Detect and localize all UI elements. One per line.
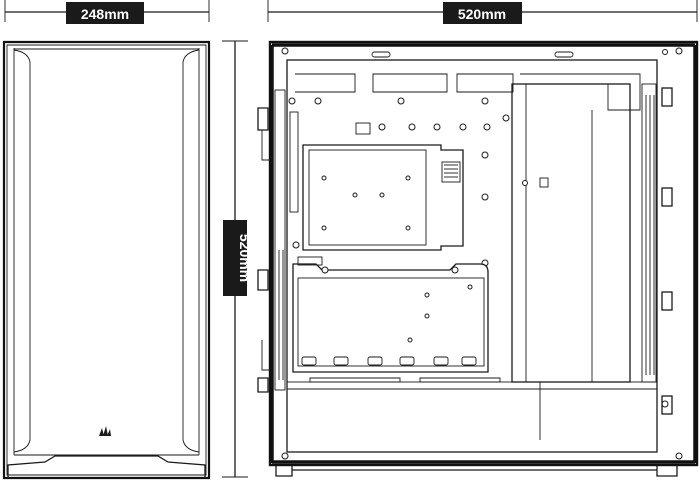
corsair-sails-logo-icon — [99, 426, 111, 436]
length-label: 520mm — [458, 6, 506, 22]
height-dimension: 520mm — [222, 40, 253, 478]
height-label-box — [223, 220, 247, 296]
height-label: 520mm — [237, 234, 253, 282]
length-label-box — [443, 2, 522, 24]
front-view — [2, 40, 211, 480]
length-dimension: 520mm — [267, 0, 698, 24]
width-label: 248mm — [81, 6, 129, 22]
side-view — [257, 40, 699, 477]
width-dimension: 248mm — [4, 0, 210, 24]
width-label-box — [66, 2, 144, 24]
